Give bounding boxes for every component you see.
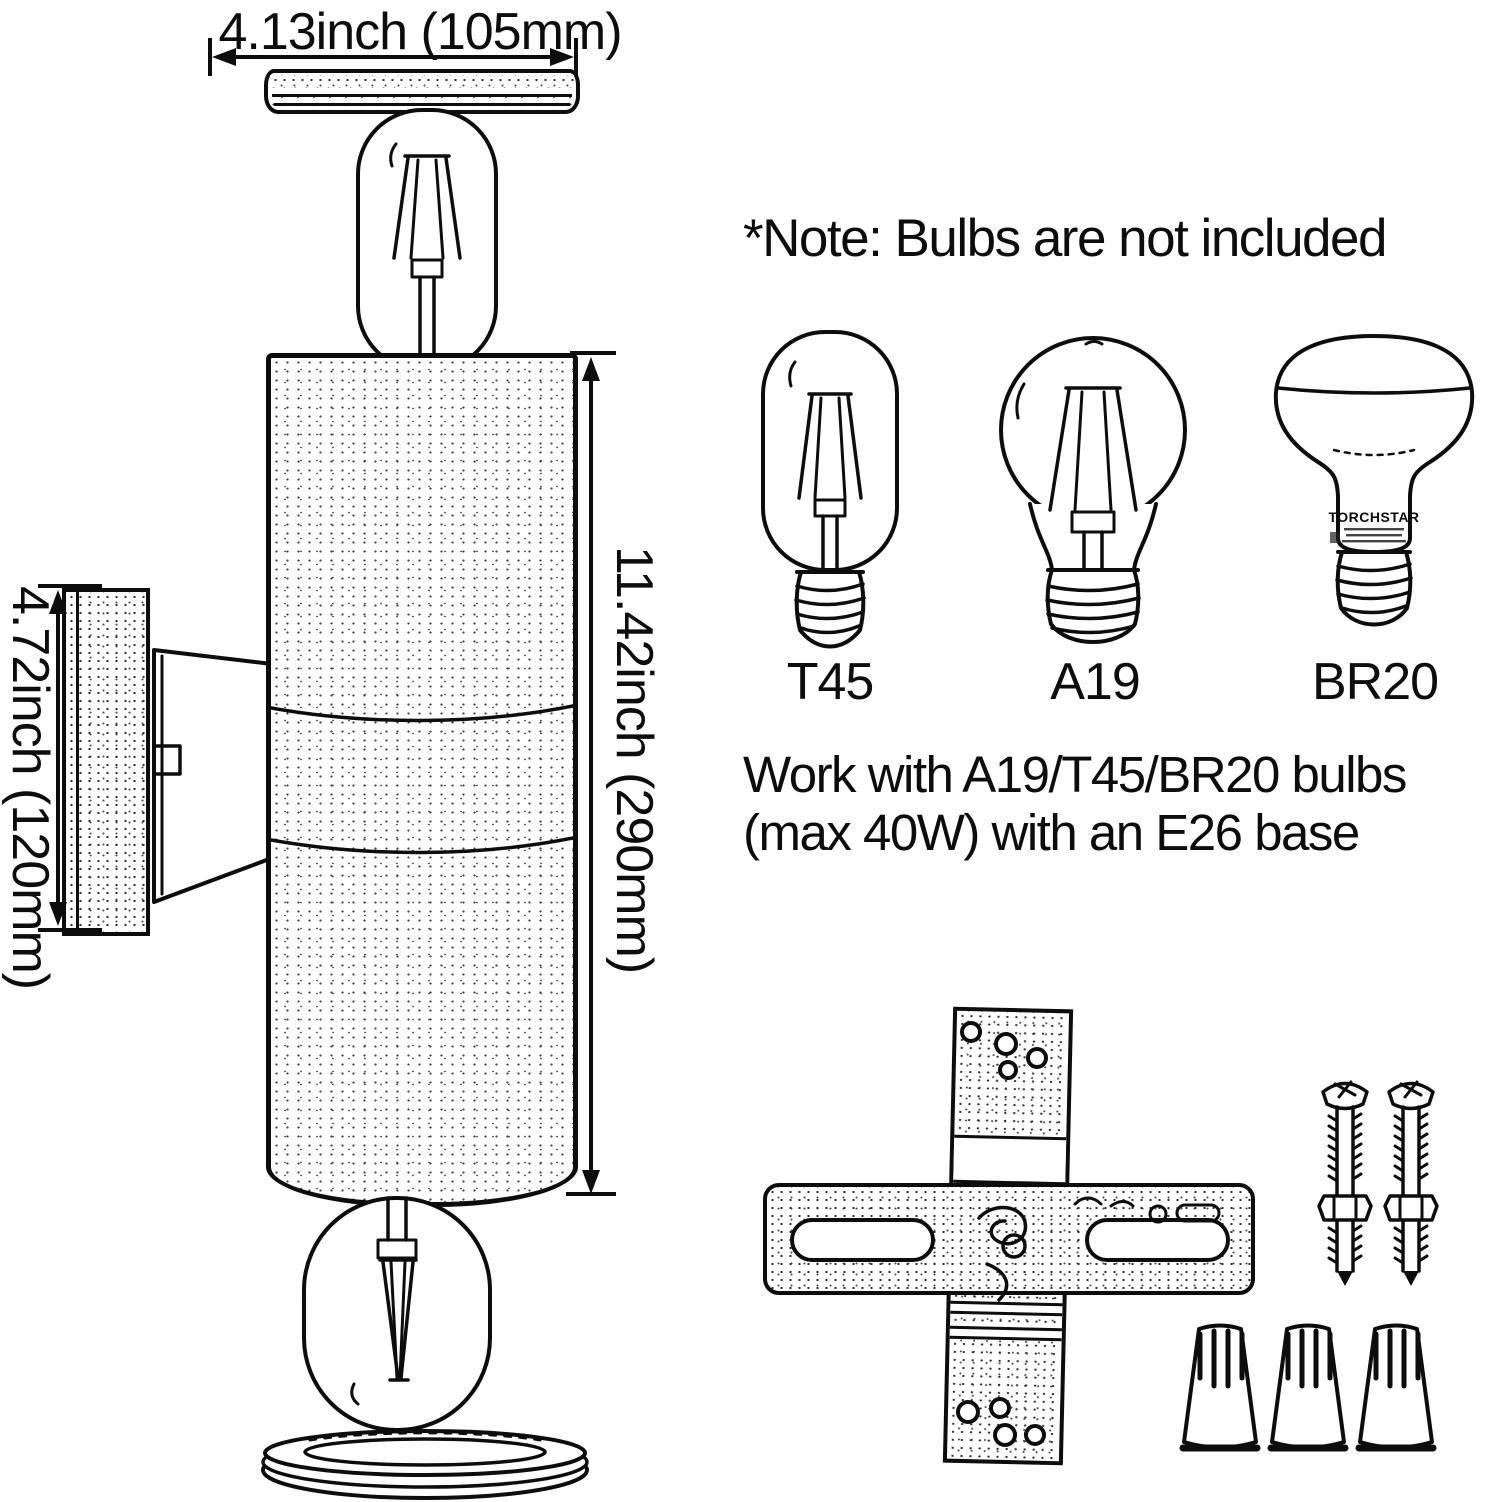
compatibility-text-line1: Work with A19/T45/BR20 bulbs: [743, 746, 1407, 803]
height-dimension-label: 11.42inch (290mm): [605, 546, 663, 974]
fixture-body-seams: [271, 704, 573, 855]
t45-bulb-icon: [761, 330, 899, 649]
bottom-bulb-icon: [302, 1196, 492, 1432]
compatibility-text-line2: (max 40W) with an E26 base: [743, 804, 1360, 861]
bracket-hole: [998, 1060, 1018, 1080]
wire-nut-icon: [1267, 1323, 1349, 1452]
br20-brand-text: TORCHSTAR: [1328, 509, 1419, 525]
compatibility-text: Work with A19/T45/BR20 bulbs (max 40W) w…: [743, 746, 1407, 862]
bulb-label-br20: BR20: [1311, 653, 1439, 711]
screw-icon: [1383, 1080, 1439, 1286]
bracket-hole: [1026, 1047, 1048, 1069]
bracket-hole: [993, 1423, 1017, 1447]
bracket-slot-right: [1085, 1218, 1230, 1262]
bulbs-note: *Note: Bulbs are not included: [743, 209, 1388, 268]
top-bulb-icon: [356, 108, 498, 358]
bracket-decoration: [977, 1196, 1221, 1302]
mounting-bracket: [763, 1006, 1263, 1468]
bracket-hole: [960, 1021, 982, 1043]
width-dimension-label: 4.13inch (105mm): [218, 3, 622, 61]
wire-nut-icon: [1179, 1323, 1261, 1452]
br20-bulb-icon: TORCHSTAR: [1273, 334, 1475, 627]
bracket-hole: [956, 1400, 980, 1424]
fixture-body: [266, 353, 578, 1207]
a19-bulb-icon: [999, 336, 1187, 644]
screw-icon: [1317, 1080, 1373, 1286]
bracket-hole: [989, 1397, 1011, 1419]
bottom-trim-ring: [261, 1429, 589, 1500]
mounting-arm: [152, 648, 274, 904]
bracket-hole: [1024, 1424, 1046, 1446]
bulb-label-a19: A19: [1050, 653, 1141, 711]
wire-nut-icon: [1355, 1323, 1437, 1452]
plate-height-dimension-label: 4.72inch (120mm): [1, 586, 59, 990]
bulb-label-t45: T45: [786, 653, 875, 711]
bracket-hole: [994, 1032, 1018, 1056]
bracket-slot-left: [790, 1218, 935, 1262]
wall-plate: [62, 588, 150, 936]
